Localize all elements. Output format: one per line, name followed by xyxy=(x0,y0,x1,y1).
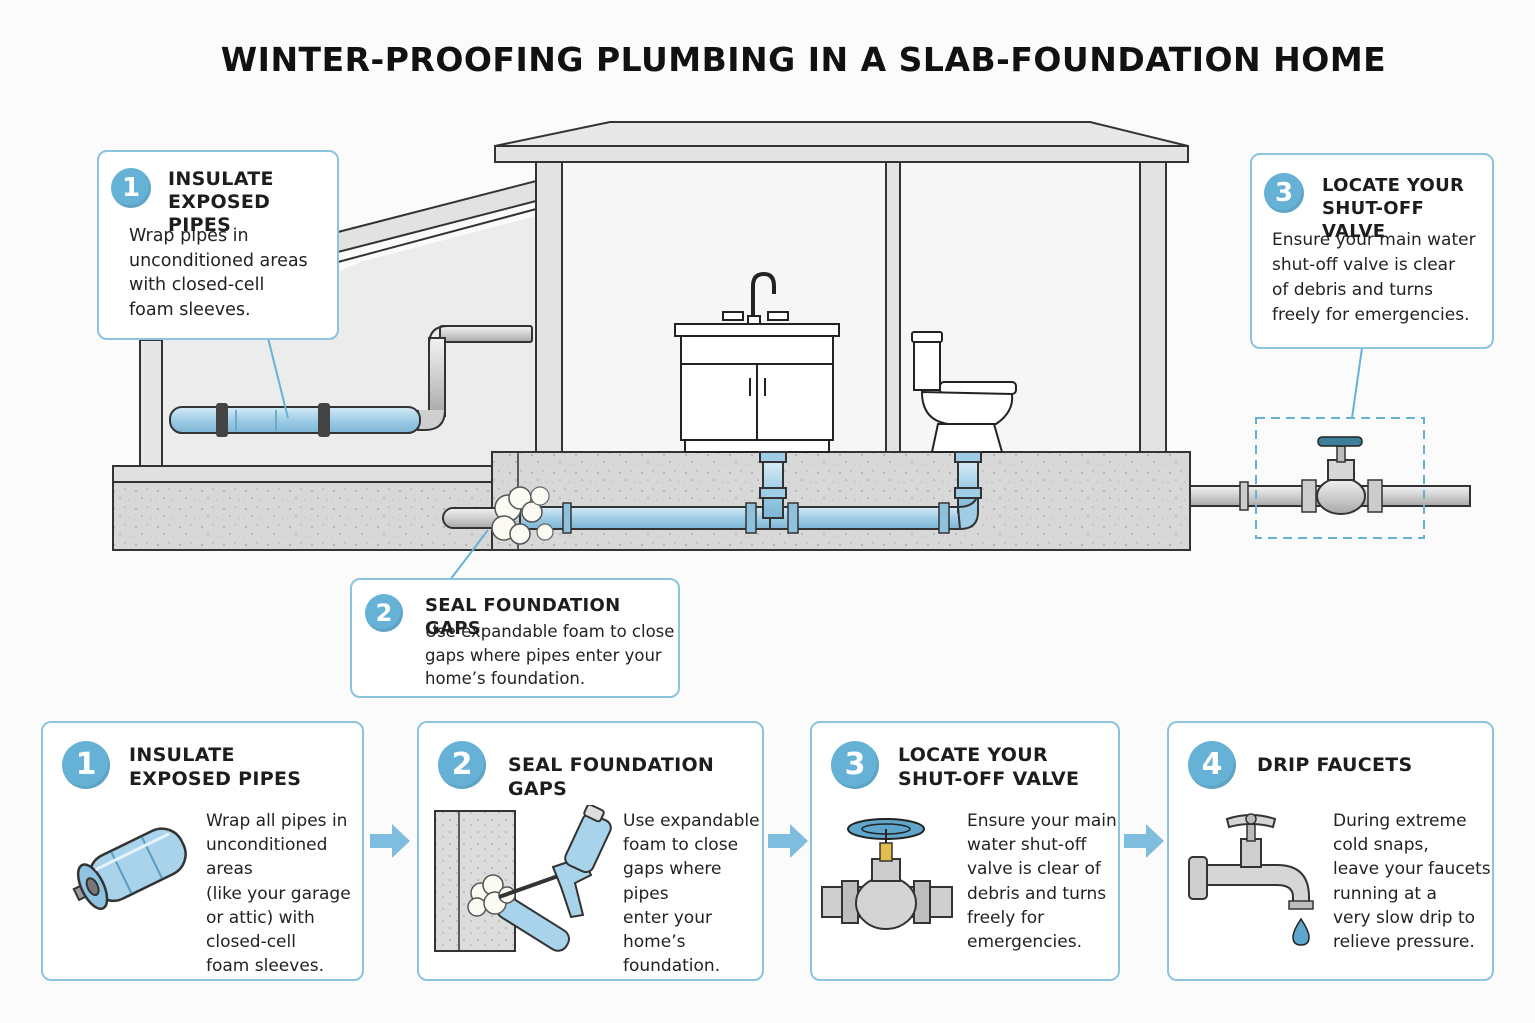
callout-shutoff: 3 LOCATE YOUR SHUT-OFF VALVE Ensure your… xyxy=(1250,153,1494,349)
gate-valve-icon xyxy=(821,818,953,930)
sink-vanity xyxy=(674,271,840,453)
step-title: SEAL FOUNDATION GAPS xyxy=(508,754,715,800)
house-interior xyxy=(560,162,1140,452)
step-card-seal: 2 SEAL FOUNDATION GAPS Use expandable fo… xyxy=(417,721,764,981)
house-cross-section xyxy=(112,121,1471,581)
callout-insulate: 1 INSULATE EXPOSED PIPES Wrap pipes in u… xyxy=(97,150,339,340)
garage-post xyxy=(139,339,163,471)
leader-line-1 xyxy=(267,337,289,419)
callout-text: Ensure your main water shut-off valve is… xyxy=(1272,230,1476,325)
step-title: DRIP FAUCETS xyxy=(1257,754,1413,776)
step-number-badge: 2 xyxy=(365,594,403,632)
step-card-insulate: 1 INSULATE EXPOSED PIPES Wrap all pipes … xyxy=(41,721,364,981)
house-wall-left xyxy=(535,161,563,455)
step-number-badge: 1 xyxy=(62,741,110,789)
page-title: WINTER-PROOFING PLUMBING IN A SLAB-FOUND… xyxy=(220,40,1387,79)
step-card-drip: 4 DRIP FAUCETS During extreme cold snaps… xyxy=(1167,721,1494,981)
callout-title: SEAL FOUNDATION GAPS xyxy=(425,595,621,639)
toilet xyxy=(911,331,1017,453)
step-number-badge: 3 xyxy=(831,741,879,789)
step-text: Wrap all pipes in unconditioned areas (l… xyxy=(206,811,351,977)
expanding-foam xyxy=(491,486,554,545)
callout-title: LOCATE YOUR SHUT-OFF VALVE xyxy=(1322,175,1465,242)
step-number-badge: 3 xyxy=(1264,173,1304,213)
valve-highlight-box xyxy=(1255,417,1425,539)
arrow-right-icon xyxy=(1124,824,1164,858)
step-number-badge: 2 xyxy=(438,741,486,789)
step-number-badge: 4 xyxy=(1188,741,1236,789)
house-roof xyxy=(494,121,1189,147)
garage-slab xyxy=(112,481,494,551)
interior-wall xyxy=(885,161,901,455)
arrow-right-icon xyxy=(768,824,808,858)
step-title: INSULATE EXPOSED PIPES xyxy=(129,744,302,790)
foam-spray-can-icon xyxy=(434,805,612,952)
step-text: Ensure your main water shut-off valve is… xyxy=(967,811,1117,953)
main-water-line xyxy=(1189,436,1471,515)
step-card-shutoff: 3 LOCATE YOUR SHUT-OFF VALVE Ensure your… xyxy=(810,721,1120,981)
callout-text: Wrap pipes in unconditioned areas with c… xyxy=(129,226,308,320)
leader-line-3 xyxy=(1351,347,1363,419)
callout-text: Use expandable foam to close gaps where … xyxy=(425,622,675,688)
foam-sleeve xyxy=(169,406,421,434)
callout-seal: 2 SEAL FOUNDATION GAPS Use expandable fo… xyxy=(350,578,680,698)
arrow-right-icon xyxy=(370,824,410,858)
house-wall-right xyxy=(1139,161,1167,455)
step-text: During extreme cold snaps, leave your fa… xyxy=(1333,811,1491,953)
valve-handle xyxy=(1317,436,1363,447)
garage-pipe xyxy=(169,325,533,437)
foundation-slab xyxy=(491,451,1191,551)
callout-title: INSULATE EXPOSED PIPES xyxy=(168,168,274,236)
step-text: Use expandable foam to close gaps where … xyxy=(623,811,760,977)
foam-insulated-pipe-icon xyxy=(72,827,187,910)
water-drop-icon xyxy=(1292,917,1310,946)
leader-line-2 xyxy=(449,529,489,581)
step-title: LOCATE YOUR SHUT-OFF VALVE xyxy=(898,744,1080,790)
step-number-badge: 1 xyxy=(111,168,151,208)
dripping-faucet-icon xyxy=(1188,813,1314,946)
